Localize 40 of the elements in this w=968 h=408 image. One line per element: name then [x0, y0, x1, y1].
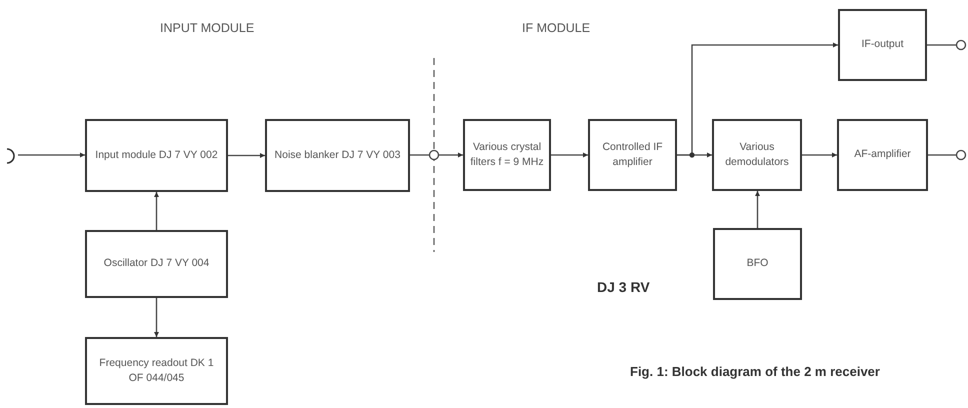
- arrow: [154, 192, 159, 230]
- arrow: [154, 298, 159, 337]
- arrow: [228, 153, 265, 158]
- block-label: Controlled IF amplifier: [601, 140, 664, 170]
- block-label: Various crystal filters f = 9 MHz: [469, 140, 545, 170]
- block-label: IF-output: [860, 37, 905, 52]
- block-label: Noise blanker DJ 7 VY 003: [274, 148, 402, 163]
- block-box: [588, 119, 677, 191]
- module-heading: INPUT MODULE: [160, 21, 254, 35]
- block-box: [463, 119, 551, 191]
- module-heading: IF MODULE: [522, 21, 590, 35]
- arrow: [439, 152, 463, 158]
- connector-line: [410, 154, 429, 156]
- arrow: [18, 152, 85, 158]
- station-label: DJ 3 RV: [597, 279, 650, 295]
- block-box: [85, 230, 228, 298]
- input-jack: [6, 148, 18, 164]
- block-box: [265, 119, 410, 192]
- connector-line: [928, 154, 956, 156]
- block-label: Various demodulators: [724, 140, 790, 170]
- block-label: Input module DJ 7 VY 002: [94, 148, 219, 163]
- block-label: Frequency readout DK 1 OF 044/045: [98, 356, 215, 386]
- figure-caption: Fig. 1: Block diagram of the 2 m receiver: [630, 364, 881, 380]
- block-label: BFO: [746, 256, 770, 272]
- terminal-circle: [956, 40, 968, 50]
- arrow: [755, 191, 760, 228]
- terminal-circle: [956, 150, 968, 160]
- block-box: [85, 119, 228, 192]
- block-box: [837, 119, 928, 191]
- arrow: [677, 42, 838, 156]
- connector-line: [927, 44, 956, 46]
- arrow: [802, 152, 837, 158]
- block-box: [712, 119, 802, 191]
- terminal-circle: [429, 150, 439, 160]
- block-box: [838, 9, 927, 81]
- block-box: [713, 228, 802, 300]
- block-box: [85, 337, 228, 405]
- block-label: Oscillator DJ 7 VY 004: [102, 256, 210, 272]
- arrow: [551, 152, 588, 158]
- block-label: AF-amplifier: [853, 147, 912, 162]
